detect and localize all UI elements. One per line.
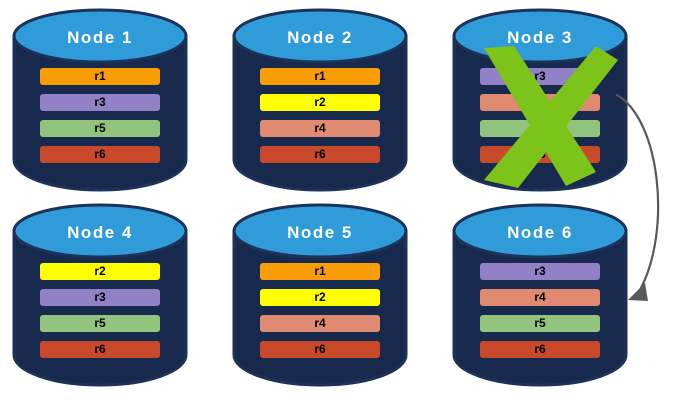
node-title: Node 4 <box>67 223 133 242</box>
replica-bar[interactable]: r4 <box>260 315 380 332</box>
replica-bar[interactable]: r5 <box>40 315 160 332</box>
node-cylinder-3[interactable]: Node 3r3r4r5r6 <box>452 8 628 196</box>
replica-bar[interactable]: r2 <box>40 263 160 280</box>
node-cylinder-1[interactable]: Node 1 r1 r3 r5 r6 <box>12 8 188 196</box>
node-cylinder-6[interactable]: Node 6 r3 r4 r5 r6 <box>452 203 628 391</box>
replica-bar[interactable]: r5 <box>40 120 160 137</box>
replica-bar[interactable]: r1 <box>260 68 380 85</box>
replica-bar[interactable]: r3 <box>40 289 160 306</box>
node-cylinder-5[interactable]: Node 5 r1 r2 r4 r6 <box>232 203 408 391</box>
replica-list: r1 r2 r4 r6 <box>260 68 380 163</box>
replica-bar[interactable]: r4 <box>260 120 380 137</box>
node-cylinder-2[interactable]: Node 2 r1 r2 r4 r6 <box>232 8 408 196</box>
replica-bar[interactable]: r6 <box>260 146 380 163</box>
node-title: Node 2 <box>287 28 353 47</box>
replica-bar[interactable]: r5 <box>480 315 600 332</box>
replica-bar[interactable]: r2 <box>260 94 380 111</box>
replica-bar[interactable]: r3 <box>480 263 600 280</box>
replica-list: r1 r3 r5 r6 <box>40 68 160 163</box>
x-mark-icon <box>484 46 618 188</box>
replica-bar[interactable]: r6 <box>40 341 160 358</box>
node-title: Node 6 <box>507 223 573 242</box>
replica-bar[interactable]: r2 <box>260 289 380 306</box>
replica-bar[interactable]: r6 <box>40 146 160 163</box>
replica-list: r2 r3 r5 r6 <box>40 263 160 358</box>
replica-list: r3 r4 r5 r6 <box>480 263 600 358</box>
node-title: Node 1 <box>67 28 133 47</box>
node-title: Node 3 <box>507 28 573 47</box>
replica-bar[interactable]: r6 <box>480 341 600 358</box>
replica-list: r1 r2 r4 r6 <box>260 263 380 358</box>
replica-bar[interactable]: r1 <box>40 68 160 85</box>
node-cylinder-4[interactable]: Node 4 r2 r3 r5 r6 <box>12 203 188 391</box>
replica-bar[interactable]: r3 <box>40 94 160 111</box>
replica-bar[interactable]: r4 <box>480 289 600 306</box>
replica-bar[interactable]: r1 <box>260 263 380 280</box>
node-title: Node 5 <box>287 223 353 242</box>
replica-bar[interactable]: r6 <box>260 341 380 358</box>
